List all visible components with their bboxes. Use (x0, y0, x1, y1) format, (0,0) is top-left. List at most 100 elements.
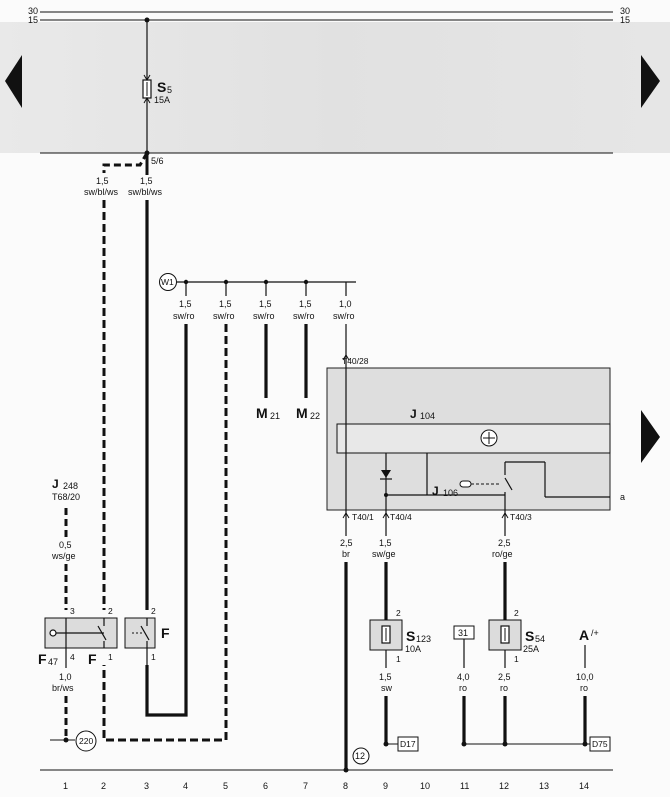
track-number: 6 (263, 781, 268, 791)
w1-label: W1 (161, 277, 174, 287)
right-connection-a: a (620, 492, 625, 502)
fuse-box-panel (0, 22, 670, 153)
motor-m22-number: 22 (310, 411, 320, 421)
wire-sw-color: sw (381, 683, 393, 693)
fuse-s54-rating: 25A (523, 644, 539, 654)
rail-30-label-right: 30 (620, 6, 630, 16)
w1-wire-1-color: sw/ro (173, 311, 195, 321)
dashed-branch (102, 152, 149, 173)
fuse-s54-letter: S (525, 628, 534, 644)
fuse-s54-number: 54 (535, 634, 545, 644)
w1-wire-3-gauge: 1,5 (259, 299, 272, 309)
wire-j248-gauge: 0,5 (59, 540, 72, 550)
j248-letter: J (52, 477, 59, 491)
fuse-s123-rating: 10A (405, 644, 421, 654)
track-number: 9 (383, 781, 388, 791)
switch-f-left-letter: F (88, 651, 97, 667)
terminal-31-label: 31 (458, 628, 468, 638)
track-number: 3 (144, 781, 149, 791)
wire-j248-color: ws/ge (51, 551, 76, 561)
connector-t40-28: T40/28 (342, 356, 369, 366)
w1-marker (159, 273, 177, 291)
switch-f-left-pin2: 2 (108, 606, 113, 616)
wire-ro4-gauge: 4,0 (457, 672, 470, 682)
switch-f-mid-letter: F (161, 625, 170, 641)
motor-m21-number: 21 (270, 411, 280, 421)
ground-12-marker (352, 747, 370, 765)
w1-wire-2-color: sw/ro (213, 311, 235, 321)
terminal-a-number: /+ (591, 628, 599, 638)
continue-arrow-icon[interactable] (641, 410, 660, 463)
track-number: 4 (183, 781, 188, 791)
switch-f47-pin4: 4 (70, 652, 75, 662)
fuse-s123-letter: S (406, 628, 415, 644)
rail-15-label-left: 15 (28, 15, 38, 25)
wire-col4-loop (145, 324, 188, 717)
fuse-s54-box (488, 619, 522, 651)
w1-wire-2-gauge: 1,5 (219, 299, 232, 309)
page-prev-arrow-icon[interactable] (5, 55, 22, 108)
w1-wire-5-gauge: 1,0 (339, 299, 352, 309)
switch-f-mid-pin2: 2 (151, 606, 156, 616)
motor-m22-letter: M (296, 405, 308, 421)
fuse-s123-number: 123 (416, 634, 431, 644)
ground-d75-marker (589, 736, 611, 752)
wire-ro25-gauge: 2,5 (498, 672, 511, 682)
track-number: 5 (223, 781, 228, 791)
relay-j106-number: 106 (443, 488, 458, 498)
ground-220-marker (75, 730, 97, 752)
w1-wire-3-color: sw/ro (253, 311, 275, 321)
connector-t40-4: T40/4 (390, 512, 412, 522)
wire-ro4-color: ro (459, 683, 467, 693)
track-number: 2 (101, 781, 106, 791)
track-number: 11 (460, 781, 469, 791)
fuse-s54-pin2: 2 (514, 608, 519, 618)
relay-j104-box (336, 423, 611, 454)
wire-solid-color: sw/bl/ws (128, 187, 163, 197)
w1-wire-1-gauge: 1,5 (179, 299, 192, 309)
relay-j106-contact-icon (504, 477, 513, 491)
wire-swge-color: sw/ge (372, 549, 396, 559)
wire-dashed-gauge: 1,5 (96, 176, 109, 186)
track-number: 10 (420, 781, 430, 791)
relay-j106-coil-icon (459, 480, 472, 488)
ground-d75-label: D75 (592, 739, 608, 749)
track-number: 8 (343, 781, 348, 791)
fuse-s123-pin1: 1 (396, 654, 401, 664)
switch-f47-number: 47 (48, 657, 58, 667)
page-next-arrow-icon[interactable] (641, 55, 660, 108)
wire-roge-color: ro/ge (492, 549, 513, 559)
switch-f47-pin3: 3 (70, 606, 75, 616)
w1-wire-4-color: sw/ro (293, 311, 315, 321)
relay-j104-letter: J (410, 407, 417, 421)
fuse-s123-pin2: 2 (396, 608, 401, 618)
connector-t40-1: T40/1 (352, 512, 374, 522)
wire-br-color: br (342, 549, 350, 559)
fuse-s5-letter: S (157, 79, 166, 95)
wire-br-gauge: 2,5 (340, 538, 353, 548)
switch-f-mid-contact-icon (140, 625, 150, 641)
ground-220-label: 220 (79, 736, 93, 746)
switch-f-left-pin1: 1 (108, 652, 113, 662)
fuse-s5-rating: 15A (154, 95, 170, 105)
terminal-a-letter: A (579, 627, 589, 643)
ground-d17-label: D17 (400, 739, 416, 749)
rail-15-label-right: 15 (620, 15, 630, 25)
wire-ro25-color: ro (500, 683, 508, 693)
track-number: 14 (579, 781, 589, 791)
ground-d17-marker (397, 736, 419, 752)
wire-ro10-gauge: 10,0 (576, 672, 594, 682)
wire-brws-color: br/ws (52, 683, 74, 693)
w1-wire-4-gauge: 1,5 (299, 299, 312, 309)
w1-wire-5-color: sw/ro (333, 311, 355, 321)
track-number: 1 (63, 781, 68, 791)
connector-t40-3: T40/3 (510, 512, 532, 522)
j248-connector: T68/20 (52, 492, 80, 502)
motor-m21-letter: M (256, 405, 268, 421)
j248-number: 248 (63, 481, 78, 491)
track-number: 13 (539, 781, 549, 791)
ground-12-label: 12 (355, 751, 365, 761)
relay-j104-number: 104 (420, 411, 435, 421)
